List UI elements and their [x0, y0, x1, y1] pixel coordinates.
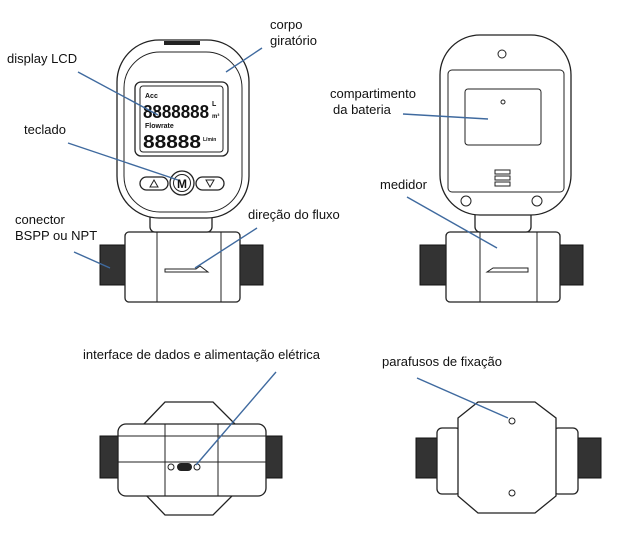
label-direcao-fluxo: direção do fluxo [248, 207, 340, 222]
leader-line [225, 47, 263, 73]
meter-housing-side [117, 423, 267, 497]
lcd-rate-digits: 88888 [143, 132, 201, 152]
leader-line [194, 227, 258, 269]
label-corpo: corpo [270, 17, 303, 32]
down-arrow-icon [205, 179, 215, 189]
lcd-flowrate-label: Flowrate [145, 123, 174, 130]
flow-direction-arrow-icon [485, 267, 529, 273]
bottom-view [99, 401, 283, 516]
right-connector-thread [558, 244, 584, 286]
left-connector-thread [419, 244, 448, 286]
menu-key-label: M [177, 177, 187, 191]
leader-line [73, 251, 111, 269]
label-compartimento: compartimento [330, 86, 416, 101]
label-interface: interface de dados e alimentação elétric… [83, 347, 321, 362]
mounting-screw [508, 489, 516, 497]
mounting-screw [508, 417, 516, 425]
grill-icon [494, 169, 511, 187]
screw [460, 195, 472, 207]
label-parafusos: parafusos de fixação [382, 354, 502, 369]
leader-line [67, 142, 179, 181]
front-view: Acc 8888888 L m³ Flowrate 88888 L/min M [99, 39, 264, 303]
leader-line [406, 196, 498, 249]
meter-block [445, 231, 561, 303]
leader-line [402, 113, 489, 120]
pipe-block [124, 231, 241, 303]
leader-lines [67, 47, 509, 466]
lcd-display [134, 81, 229, 157]
down-button[interactable] [195, 176, 225, 191]
label-giratorio: giratório [270, 33, 317, 48]
lcd-total-digits: 8888888 [143, 102, 209, 122]
label-teclado: teclado [24, 122, 66, 137]
screw [531, 195, 543, 207]
top-screw [497, 49, 507, 59]
right-connector-thread [238, 244, 264, 286]
label-bspp-npt: BSPP ou NPT [15, 228, 97, 243]
up-arrow-icon [149, 178, 159, 188]
back-view [419, 34, 584, 303]
lcd-acc-label: Acc [145, 93, 158, 100]
rear-housing [439, 34, 572, 216]
lcd-unit-m3: m³ [212, 113, 219, 120]
label-da-bateria: da bateria [333, 102, 392, 117]
underside-view [415, 401, 602, 514]
label-conector: conector [15, 212, 66, 227]
label-medidor: medidor [380, 177, 428, 192]
lcd-rate-unit: L/min [203, 137, 216, 143]
leader-line [416, 377, 509, 419]
leader-line [77, 71, 159, 116]
label-display-lcd: display LCD [7, 51, 77, 66]
leader-line [195, 371, 277, 466]
up-button[interactable] [139, 176, 169, 191]
usb-c-port-icon [177, 463, 192, 471]
lcd-unit-l: L [212, 101, 217, 108]
mounting-plate [457, 401, 557, 514]
flow-direction-arrow-icon [164, 265, 210, 273]
